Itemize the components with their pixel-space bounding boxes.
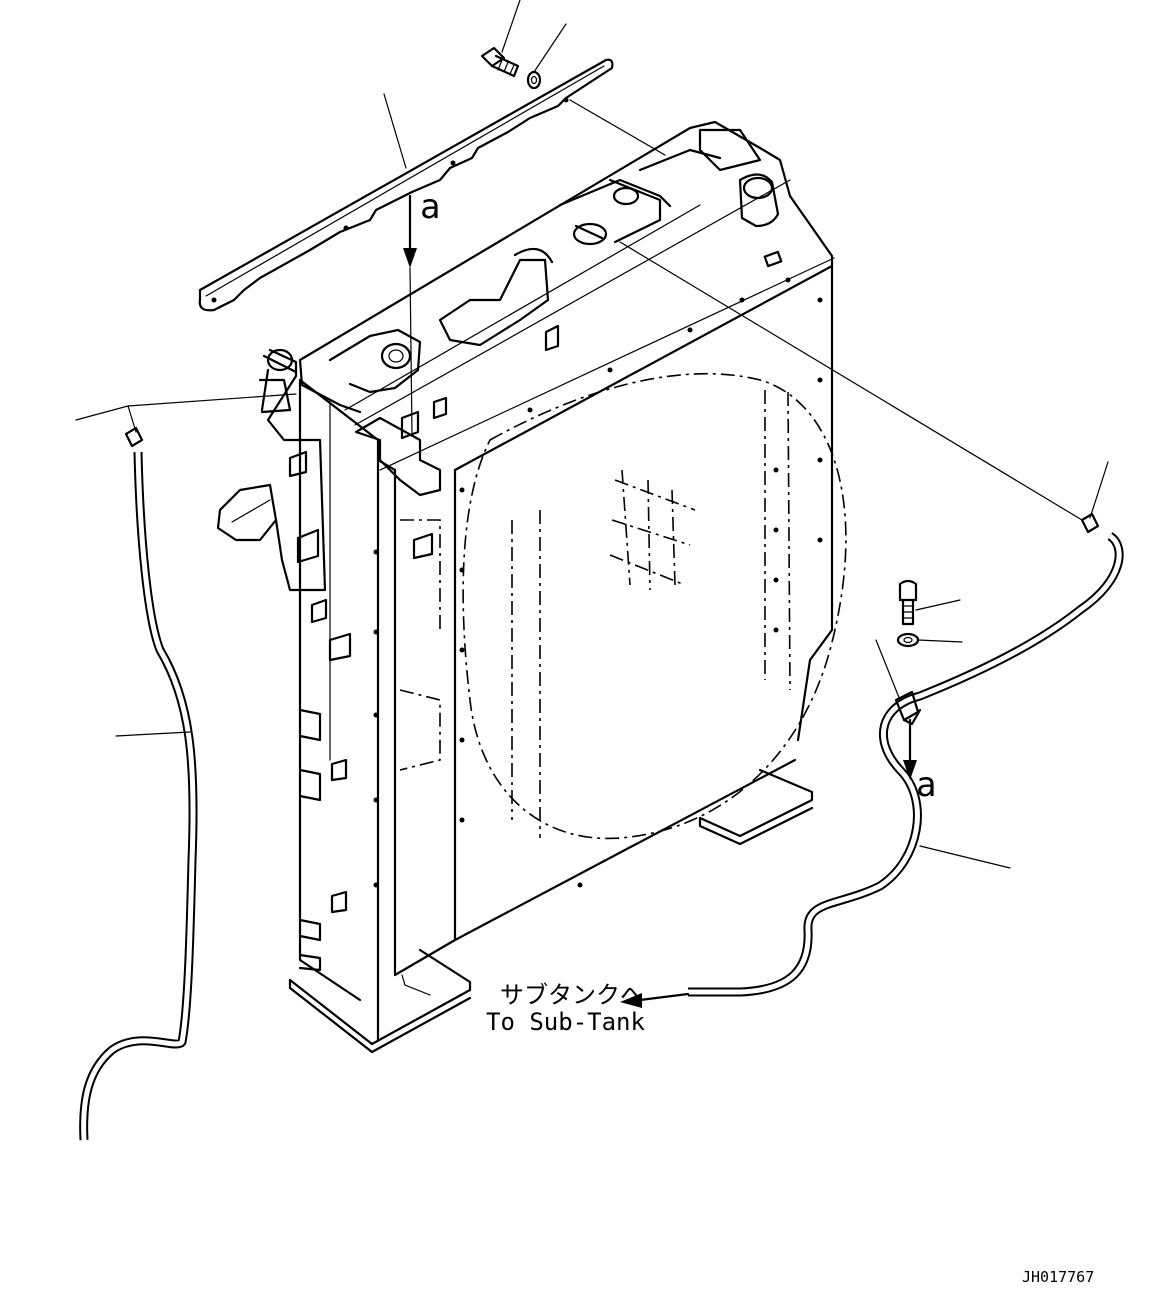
leader-lines bbox=[75, 0, 1109, 869]
washer-icon bbox=[896, 632, 920, 648]
clamp-icon bbox=[894, 690, 922, 726]
arrow-icon bbox=[903, 718, 917, 780]
destination-label-en: To Sub-Tank bbox=[486, 1008, 645, 1036]
bolt-icon bbox=[480, 46, 520, 78]
hose-right bbox=[688, 512, 1124, 997]
bolt-icon bbox=[898, 579, 918, 626]
frame-holes bbox=[373, 277, 823, 888]
view-marker-bottom: a bbox=[916, 765, 936, 805]
destination-label-jp: サブタンクへ bbox=[500, 981, 644, 1009]
arrow-icon bbox=[403, 194, 417, 435]
washer-icon bbox=[526, 70, 542, 90]
fan-shroud-hidden bbox=[399, 372, 847, 840]
arrow-icon bbox=[620, 992, 690, 1008]
drawing-code: JH017767 bbox=[1022, 1268, 1094, 1286]
hose-left bbox=[79, 426, 198, 1141]
view-marker-top: a bbox=[420, 187, 440, 227]
column-clips bbox=[288, 324, 560, 972]
radiator-frame bbox=[216, 120, 835, 1054]
top-bracket-plate bbox=[198, 58, 614, 312]
